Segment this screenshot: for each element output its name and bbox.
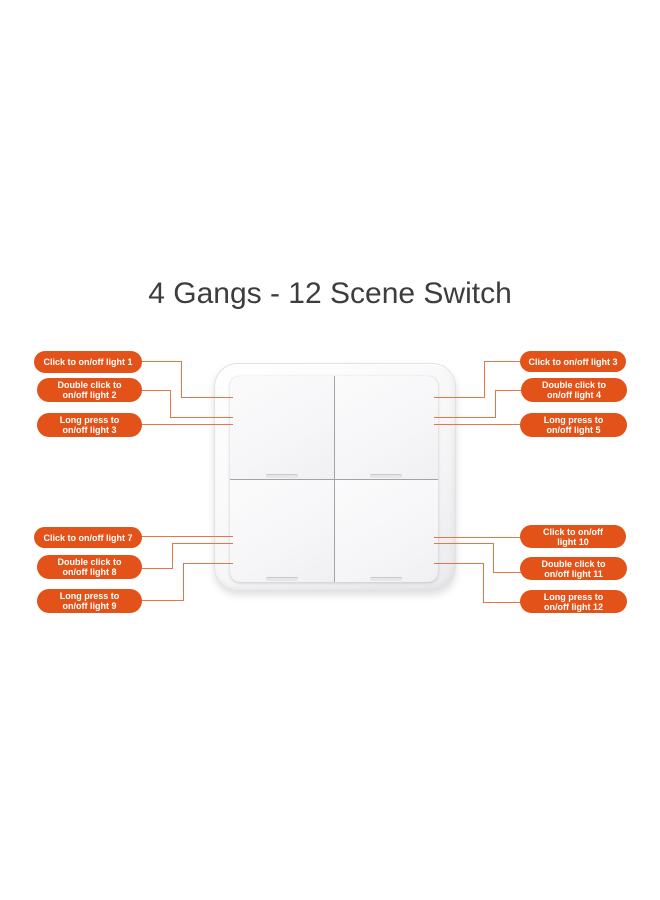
callout-pill-light-3: Long press to on/off light 3 (37, 413, 142, 437)
leader-line (493, 543, 494, 573)
switch-button-grid (230, 376, 438, 582)
switch-button-bottom-right (334, 479, 438, 582)
leader-line (434, 537, 522, 538)
leader-line (495, 390, 496, 418)
callout-text-line: Click to on/off light 3 (528, 356, 618, 367)
callout-text-line: on/off light 4 (547, 390, 601, 400)
switch-button-top-left (230, 376, 334, 479)
callout-text-line: on/off light 9 (62, 601, 117, 611)
callout-text-line: Double click to (57, 380, 122, 390)
button-notch (370, 577, 403, 581)
leader-line (170, 390, 171, 418)
leader-line (434, 563, 484, 564)
leader-line (181, 361, 182, 398)
callout-pill-light-4: Double click to on/off light 4 (521, 378, 627, 402)
callout-pill-light-2: Double click to on/off light 2 (37, 378, 142, 402)
callout-pill-light-11: Double click to on/off light 11 (520, 557, 627, 580)
callout-text-line: Double click to (541, 558, 606, 569)
callout-text-line: on/off light 12 (544, 601, 603, 612)
leader-line (140, 424, 233, 425)
callout-pill-light-7: Click to on/off light 7 (34, 527, 142, 548)
callout-text-line: Click to on/off light 7 (43, 532, 133, 543)
callout-text-line: Double click to (541, 380, 606, 390)
leader-line (140, 568, 173, 569)
callout-text-line: Click to on/off light 1 (43, 357, 133, 367)
leader-line (493, 572, 522, 573)
page-title: 4 Gangs - 12 Scene Switch (148, 277, 512, 310)
leader-line (140, 361, 182, 362)
callout-pill-light-3-right: Click to on/off light 3 (520, 351, 626, 372)
callout-pill-light-8: Double click to on/off light 8 (37, 555, 142, 579)
callout-text-line: Double click to (57, 557, 122, 567)
leader-line (140, 600, 184, 601)
callout-text-line: Long press to (59, 415, 120, 425)
leader-line (484, 361, 522, 362)
button-notch (370, 473, 403, 478)
leader-line (434, 417, 496, 418)
callout-pill-light-12: Long press to on/off light 12 (520, 590, 627, 613)
callout-text-line: Long press to (59, 591, 120, 601)
leader-line (484, 361, 485, 398)
callout-text-line: Long press to (543, 415, 604, 425)
leader-line (434, 543, 494, 544)
leader-line (483, 602, 522, 603)
switch-panel (214, 363, 456, 591)
callout-pill-light-10: Click to on/off light 10 (520, 525, 626, 548)
switch-button-top-right (334, 376, 438, 479)
callout-pill-light-9: Long press to on/off light 9 (37, 589, 142, 613)
leader-line (170, 417, 233, 418)
callout-pill-light-1: Click to on/off light 1 (34, 351, 142, 373)
callout-text-line: on/off light 3 (62, 425, 117, 435)
button-notch (265, 473, 298, 478)
callout-text-line: light 10 (557, 536, 589, 547)
callout-text-line: Long press to (543, 591, 604, 602)
leader-line (434, 397, 485, 398)
callout-pill-light-5: Long press to on/off light 5 (520, 413, 627, 437)
leader-line (172, 543, 233, 544)
button-notch (265, 577, 298, 581)
leader-line (181, 397, 233, 398)
switch-button-bottom-left (230, 479, 334, 582)
leader-line (483, 563, 484, 603)
leader-line (434, 424, 522, 425)
callout-text-line: on/off light 5 (546, 425, 601, 435)
leader-line (183, 563, 184, 601)
callout-text-line: on/off light 8 (62, 567, 117, 577)
callout-text-line: on/off light 11 (544, 568, 603, 579)
leader-line (140, 536, 233, 537)
callout-text-line: Click to on/off (543, 526, 603, 537)
leader-line (183, 563, 233, 564)
leader-line (140, 390, 171, 391)
leader-line (172, 543, 173, 569)
leader-line (495, 390, 523, 391)
callout-text-line: on/off light 2 (62, 390, 117, 400)
